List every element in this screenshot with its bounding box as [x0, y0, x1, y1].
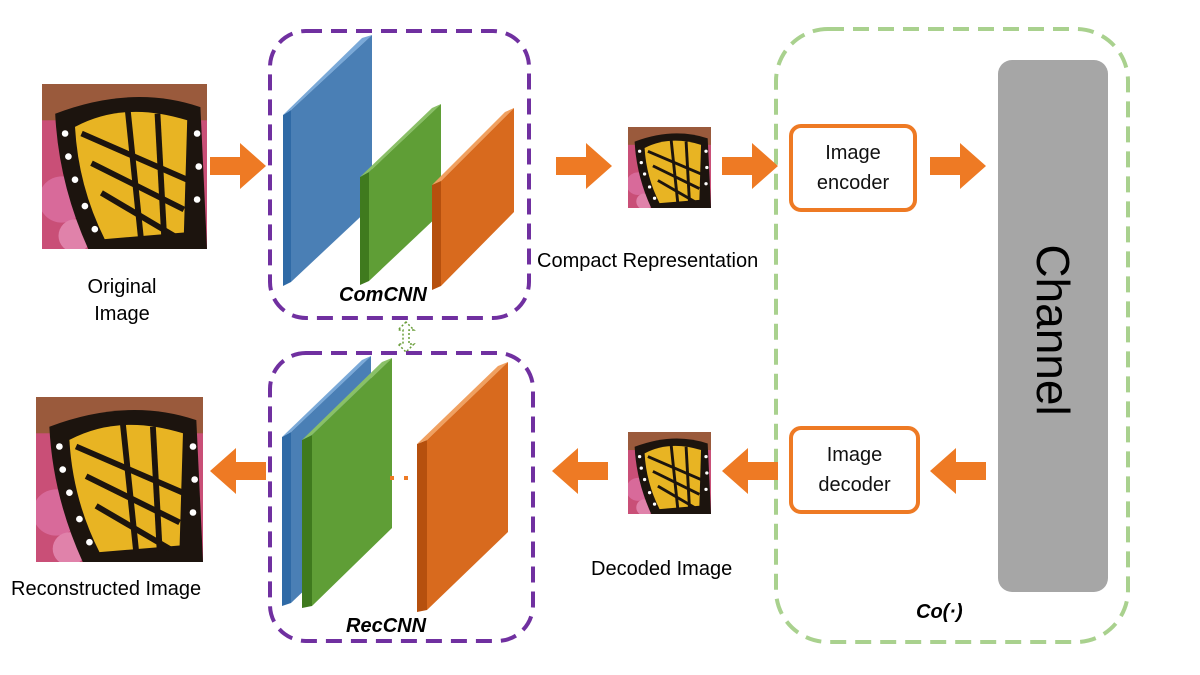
comcnn-box	[268, 29, 531, 320]
compact-representation-label: Compact Representation	[537, 250, 759, 272]
shared-double-arrow	[396, 320, 416, 354]
image-encoder-box: Image encoder	[789, 124, 917, 212]
arrow-compact-to-encoder	[722, 143, 778, 189]
original-image	[39, 84, 207, 252]
reccnn-layer-orange	[417, 362, 508, 612]
compact-image	[628, 127, 711, 208]
reconstructed-image	[33, 397, 203, 565]
encoder-label-line1: Image	[825, 142, 881, 164]
arrow-decoder-to-decoded	[722, 448, 778, 494]
channel-bar	[998, 60, 1108, 592]
reccnn-dots	[390, 476, 408, 480]
comcnn-layer-orange	[432, 108, 514, 290]
arrow-decoded-to-reccnn	[552, 448, 608, 494]
reccnn-label: RecCNN	[346, 615, 427, 637]
reconstructed-image-label: Reconstructed Image	[11, 578, 202, 600]
reccnn-layer-green	[302, 358, 392, 608]
arrow-original-to-comcnn	[210, 143, 266, 189]
decoded-image	[628, 432, 711, 514]
co-box	[774, 27, 1130, 644]
original-image-label: Original Image	[87, 276, 157, 325]
co-label: Co(·)	[916, 601, 963, 623]
image-decoder-box: Image decoder	[789, 426, 920, 514]
channel-label: Channel	[1027, 244, 1079, 416]
reccnn-box	[268, 351, 535, 643]
arrow-encoder-to-channel	[930, 143, 986, 189]
arrow-comcnn-to-compact	[556, 143, 612, 189]
arrow-reccnn-to-reconstructed	[210, 448, 266, 494]
comcnn-layer-blue	[283, 35, 372, 286]
decoder-label-line1: Image	[826, 444, 883, 466]
comcnn-layer-green	[360, 104, 441, 285]
decoder-label-line2: decoder	[818, 474, 891, 496]
comcnn-label: ComCNN	[339, 284, 427, 306]
arrow-channel-to-decoder	[930, 448, 986, 494]
decoded-image-label: Decoded Image	[591, 558, 733, 580]
encoder-label-line2: encoder	[816, 172, 890, 194]
